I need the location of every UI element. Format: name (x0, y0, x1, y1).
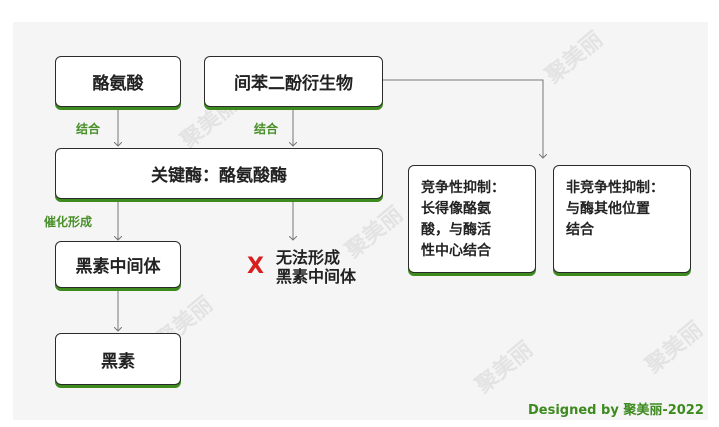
credit-text: Designed by 聚美丽-2022 (528, 403, 704, 418)
tyrosine-box: 酪氨酸 (55, 56, 181, 107)
no-form-text: 无法形成 黑素中间体 (276, 248, 357, 286)
key-enzyme-box: 关键酶：酪氨酸酶 (55, 148, 383, 199)
bind-label-left: 结合 (76, 122, 101, 136)
melanin-box: 黑素 (55, 333, 181, 385)
competitive-inhibition-box: 竞争性抑制： 长得像酪氨 酸，与酶活 性中心结合 (408, 165, 536, 273)
noncompetitive-inhibition-box: 非竞争性抑制： 与酶其他位置 结合 (553, 165, 691, 273)
cross-icon: X (247, 254, 264, 279)
melanin-intermediate-box: 黑素中间体 (55, 241, 181, 288)
arrow-derivative-to-inhibition (383, 79, 543, 158)
derivative-box: 间苯二酚衍生物 (204, 56, 383, 107)
catalyze-label: 催化形成 (44, 215, 93, 229)
bind-label-right: 结合 (254, 122, 279, 136)
